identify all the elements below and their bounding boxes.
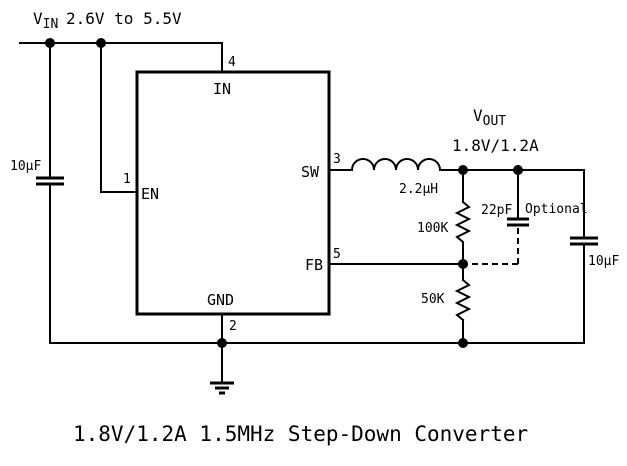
junction-cff-top xyxy=(513,165,523,175)
vout-spec: 1.8V/1.2A xyxy=(452,136,539,155)
cout-value: 10µF xyxy=(588,254,619,269)
junction-divider-top xyxy=(458,165,468,175)
cff-note: Optional xyxy=(525,202,588,217)
vout-label: VOUT xyxy=(473,106,506,129)
pin-number-fb: 5 xyxy=(333,247,341,262)
junction-fb xyxy=(458,259,468,269)
resistor-50k-zigzag xyxy=(454,278,472,322)
pin-name-gnd: GND xyxy=(207,291,234,309)
pin-number-en: 1 xyxy=(123,172,131,187)
pin-name-en: EN xyxy=(141,185,159,203)
pin-name-sw: SW xyxy=(301,163,320,181)
cff-value: 22pF xyxy=(481,203,512,218)
inductor-coil xyxy=(350,158,442,172)
junction-gnd xyxy=(217,338,227,348)
r-top-value: 100K xyxy=(417,221,448,236)
pin-name-fb: FB xyxy=(305,256,323,274)
pin-number-in: 4 xyxy=(228,55,236,70)
converter-ic-body xyxy=(135,70,331,316)
ground-symbol-icon xyxy=(210,381,234,395)
resistor-100k-zigzag xyxy=(454,200,472,244)
junction-divider-bottom xyxy=(458,338,468,348)
vin-range: 2.6V to 5.5V xyxy=(66,9,182,28)
junction-en xyxy=(96,38,106,48)
inductor-value: 2.2µH xyxy=(399,182,438,197)
r-bottom-value: 50K xyxy=(421,292,445,307)
pin-number-sw: 3 xyxy=(333,152,341,167)
diagram-caption: 1.8V/1.2A 1.5MHz Step-Down Converter xyxy=(73,422,528,446)
pin-number-gnd: 2 xyxy=(229,319,237,334)
vin-label: VIN xyxy=(33,9,58,32)
pin-name-in: IN xyxy=(213,80,231,98)
cin-value: 10µF xyxy=(10,159,41,174)
junction-cin-top xyxy=(45,38,55,48)
